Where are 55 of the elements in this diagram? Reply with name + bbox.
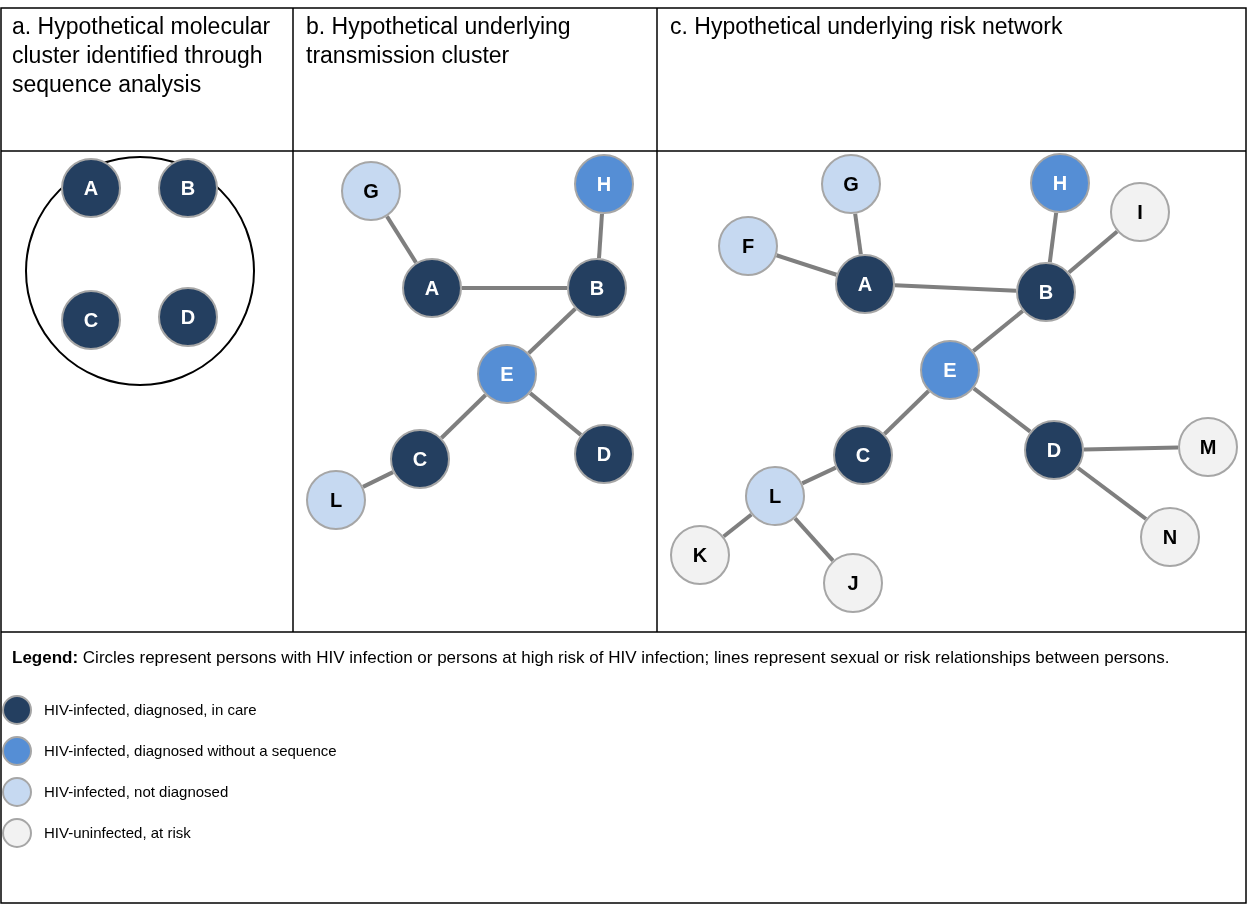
person-circle: J bbox=[823, 553, 883, 613]
relationship-line bbox=[894, 283, 1017, 293]
person-circle: C bbox=[61, 290, 121, 350]
person-circle: D bbox=[158, 287, 218, 347]
person-circle: B bbox=[567, 258, 627, 318]
legend-label: HIV-infected, diagnosed, in care bbox=[44, 701, 257, 718]
person-circle: C bbox=[390, 429, 450, 489]
person-circle: B bbox=[158, 158, 218, 218]
relationship-line bbox=[362, 470, 394, 489]
person-circle: H bbox=[574, 154, 634, 214]
relationship-line bbox=[775, 253, 838, 277]
person-circle: D bbox=[1024, 420, 1084, 480]
person-circle: D bbox=[574, 424, 634, 484]
person-circle: G bbox=[341, 161, 401, 221]
header-text: c. Hypothetical underlying risk network bbox=[670, 12, 1064, 41]
person-circle: B bbox=[1016, 262, 1076, 322]
person-circle: M bbox=[1178, 417, 1238, 477]
person-circle: A bbox=[402, 258, 462, 318]
relationship-line bbox=[1047, 212, 1059, 263]
relationship-line bbox=[1083, 445, 1179, 452]
relationship-line bbox=[793, 517, 835, 562]
legend-label: HIV-infected, not diagnosed bbox=[44, 783, 229, 800]
header-text: b. Hypothetical underlying transmission cluster bbox=[306, 12, 572, 70]
person-circle: K bbox=[670, 525, 730, 585]
person-circle: G bbox=[821, 154, 881, 214]
person-circle: L bbox=[745, 466, 805, 526]
legend-label: HIV-uninfected, at risk bbox=[44, 824, 191, 841]
person-circle: F bbox=[718, 216, 778, 276]
person-circle: L bbox=[306, 470, 366, 530]
person-circle: E bbox=[477, 344, 537, 404]
relationship-line bbox=[883, 389, 930, 436]
cluster-circle bbox=[25, 156, 255, 386]
relationship-line bbox=[440, 393, 487, 440]
person-circle: A bbox=[835, 254, 895, 314]
person-circle: E bbox=[920, 340, 980, 400]
legend-caption: Legend: Circles represent persons with HIV infection or persons at high risk of HIV infection; lines represent sexual or risk relationships between persons. bbox=[12, 647, 1171, 669]
relationship-line bbox=[853, 213, 863, 255]
relationship-line bbox=[385, 215, 418, 264]
relationship-line bbox=[722, 512, 753, 539]
relationship-line bbox=[462, 286, 567, 290]
legend-label: HIV-infected, diagnosed without a sequence bbox=[44, 742, 337, 759]
person-circle: N bbox=[1140, 507, 1200, 567]
relationship-line bbox=[801, 465, 837, 486]
relationship-line bbox=[972, 309, 1024, 353]
relationship-line bbox=[597, 213, 604, 259]
relationship-line bbox=[527, 307, 577, 355]
relationship-line bbox=[1076, 466, 1148, 521]
relationship-line bbox=[1067, 229, 1119, 275]
person-circle: I bbox=[1110, 182, 1170, 242]
person-circle: A bbox=[61, 158, 121, 218]
relationship-line bbox=[972, 386, 1032, 434]
person-circle: C bbox=[833, 425, 893, 485]
header-text: a. Hypothetical molecular cluster identified through sequence analysis bbox=[12, 12, 272, 99]
person-circle: H bbox=[1030, 153, 1090, 213]
relationship-line bbox=[528, 391, 583, 437]
